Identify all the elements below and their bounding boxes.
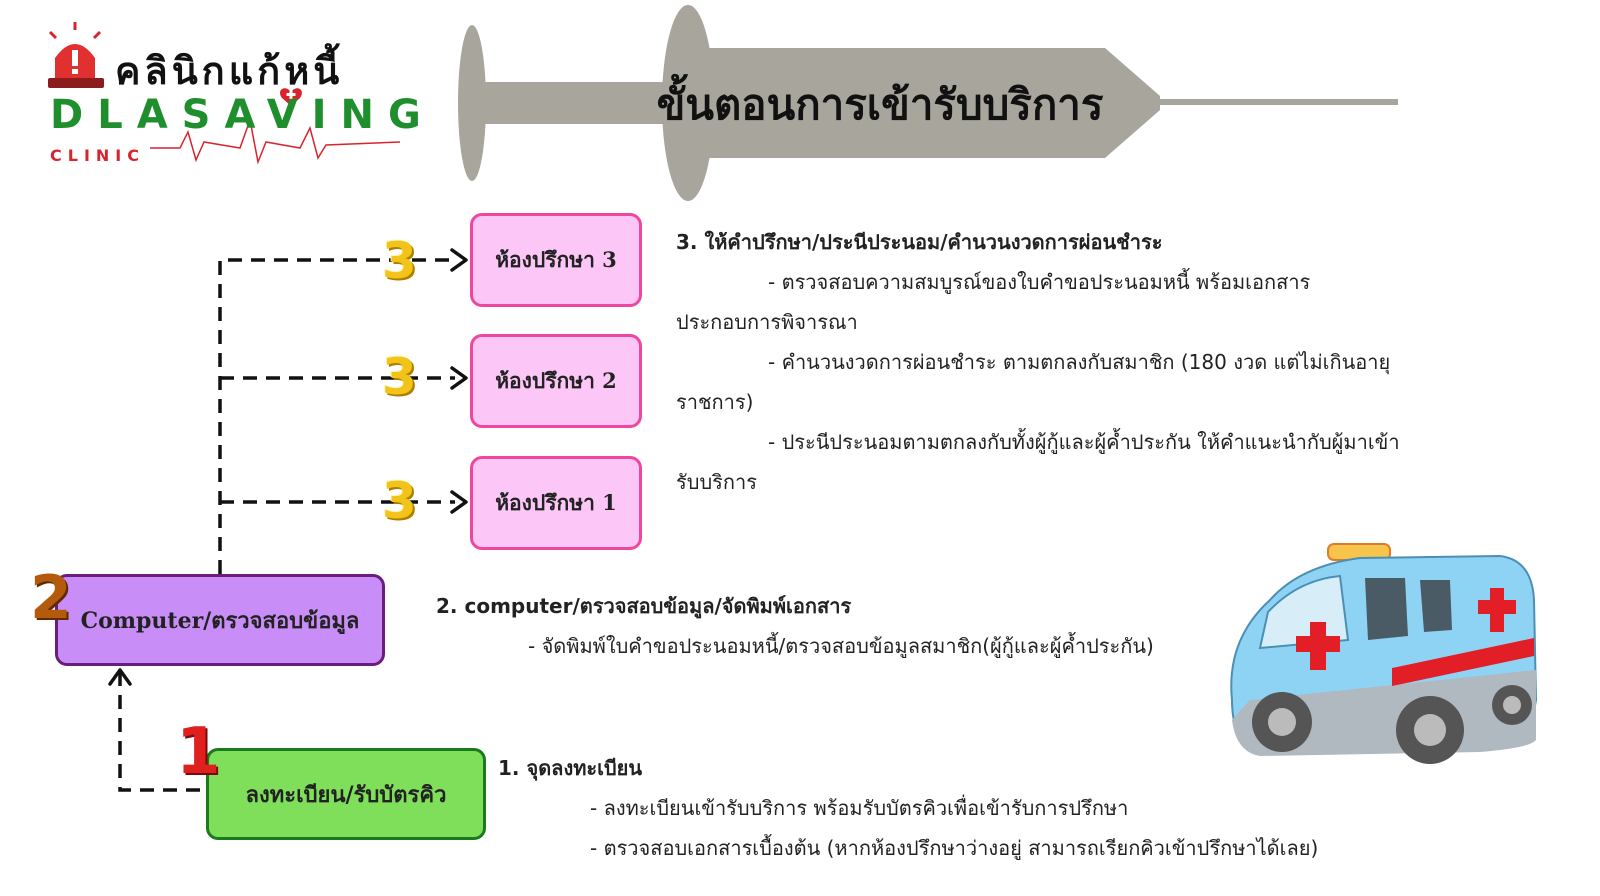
step-3-line: ราชการ) bbox=[676, 390, 754, 414]
step-3-description: 3. ให้คำปรึกษา/ประนีประนอม/คำนวนงวดการผ่… bbox=[676, 226, 1556, 498]
step-3-line: รับบริการ bbox=[676, 470, 757, 494]
page-title: ขั้นตอนการเข้ารับบริการ bbox=[656, 80, 1104, 129]
flow-connectors bbox=[118, 258, 455, 792]
syringe-icon bbox=[458, 5, 1398, 201]
step-3-line: - ประนีประนอมตามตกลงกับทั้งผู้กู้และผู้ค… bbox=[768, 430, 1400, 454]
arrow-heads bbox=[108, 248, 468, 686]
computer-label: Computer/ตรวจสอบข้อมูล bbox=[80, 607, 360, 634]
computer-box: Computer/ตรวจสอบข้อมูล bbox=[55, 574, 385, 666]
step-3-number: 3 bbox=[382, 472, 417, 530]
logo-thai-text: คลินิกแก้หนี้ bbox=[115, 49, 344, 93]
ambulance-icon bbox=[1230, 543, 1538, 764]
room-2-box: ห้องปรึกษา 2 bbox=[470, 334, 642, 428]
step-3-number: 3 bbox=[382, 348, 417, 406]
heartbeat-line bbox=[150, 117, 401, 165]
room-3-box: ห้องปรึกษา 3 bbox=[470, 213, 642, 307]
step-1-line: - ลงทะเบียนเข้ารับบริการ พร้อมรับบัตรคิว… bbox=[590, 796, 1129, 820]
step-1-description: 1. จุดลงทะเบียน - ลงทะเบียนเข้ารับบริการ… bbox=[498, 752, 1458, 864]
step-2-heading: 2. computer/ตรวจสอบข้อมูล/จัดพิมพ์เอกสาร bbox=[436, 594, 852, 618]
room-3-label: ห้องปรึกษา 3 bbox=[495, 246, 617, 272]
room-1-label: ห้องปรึกษา 1 bbox=[495, 489, 617, 515]
step-3-heading: 3. ให้คำปรึกษา/ประนีประนอม/คำนวนงวดการผ่… bbox=[676, 230, 1163, 254]
step-3-line: - ตรวจสอบความสมบูรณ์ของใบคำขอประนอมหนี้ … bbox=[768, 270, 1311, 294]
step-1-heading: 1. จุดลงทะเบียน bbox=[498, 756, 643, 780]
heart-icon bbox=[280, 88, 302, 106]
room-2-label: ห้องปรึกษา 2 bbox=[495, 367, 617, 393]
step-2-description: 2. computer/ตรวจสอบข้อมูล/จัดพิมพ์เอกสาร… bbox=[436, 590, 1236, 662]
registration-label: ลงทะเบียน/รับบัตรคิว bbox=[245, 781, 447, 808]
room-1-box: ห้องปรึกษา 1 bbox=[470, 456, 642, 550]
step-2-number: 2 bbox=[30, 563, 72, 633]
step-3-line: - คำนวนงวดการผ่อนชำระ ตามตกลงกับสมาชิก (… bbox=[768, 350, 1391, 374]
logo-sub-text: CLINIC bbox=[50, 146, 145, 165]
step-3-number: 3 bbox=[382, 232, 417, 290]
logo-english-text: DLASAVING bbox=[50, 92, 435, 138]
step-1-line: - ตรวจสอบเอกสารเบื้องต้น (หากห้องปรึกษาว… bbox=[590, 836, 1319, 860]
registration-box: ลงทะเบียน/รับบัตรคิว bbox=[206, 748, 486, 840]
step-1-number: 1 bbox=[176, 715, 221, 789]
step-3-line: ประกอบการพิจารณา bbox=[676, 310, 858, 334]
step-2-line: - จัดพิมพ์ใบคำขอประนอมหนี้/ตรวจสอบข้อมูล… bbox=[528, 634, 1154, 658]
siren-icon bbox=[48, 22, 104, 88]
